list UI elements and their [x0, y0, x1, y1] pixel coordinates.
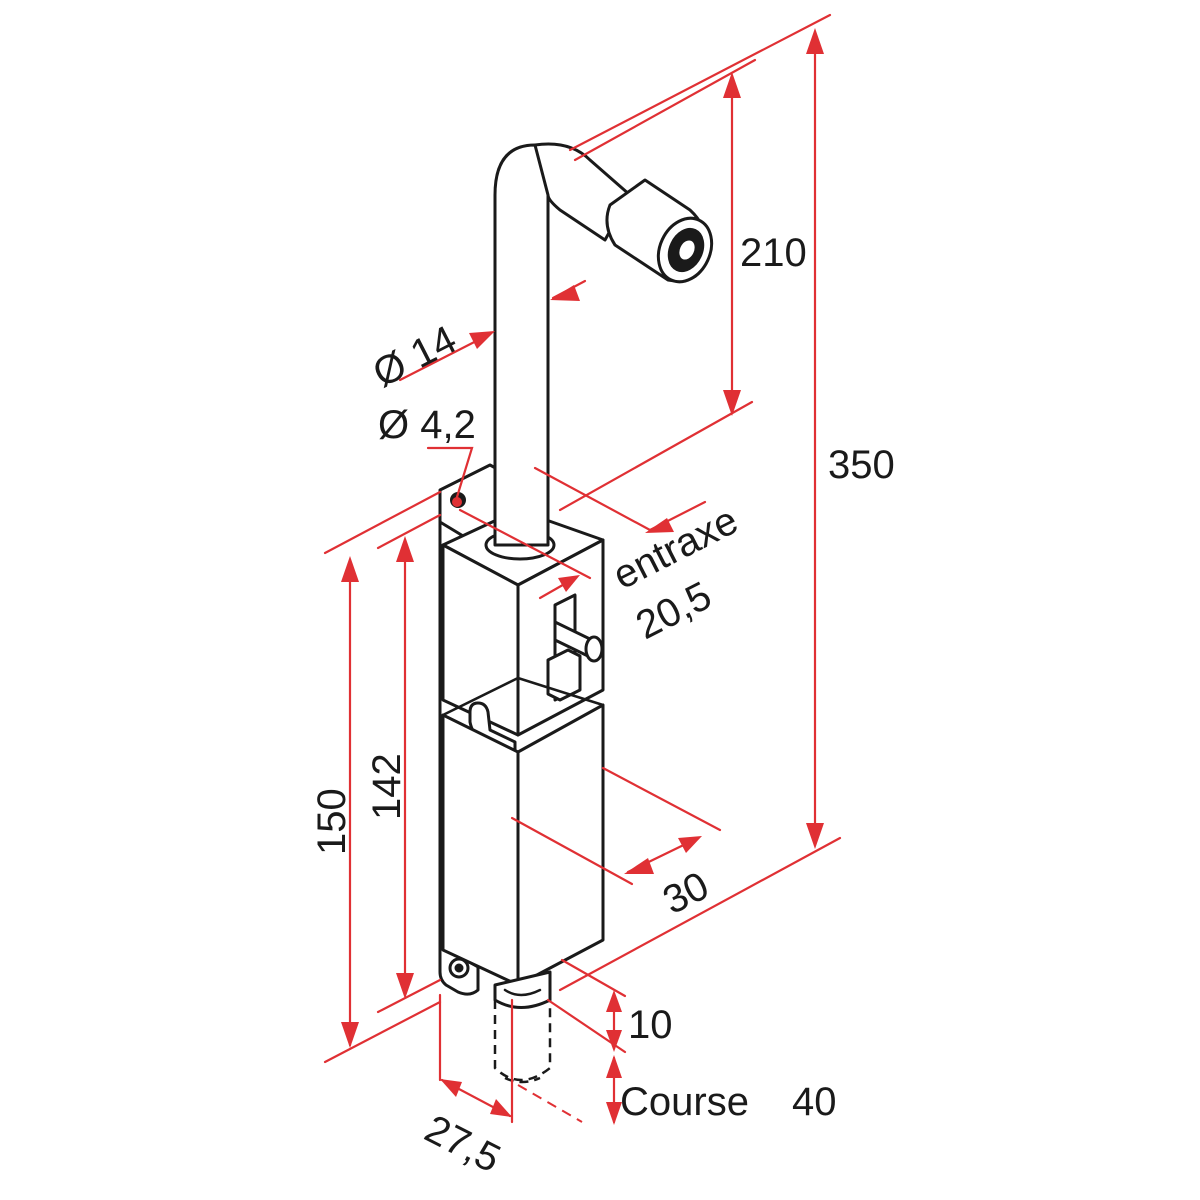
bolt-hidden-extension [493, 1000, 552, 1082]
arrow-27-5-left [440, 1079, 462, 1097]
bottom-fixing-hole-inner [454, 963, 464, 973]
arrow-150-bottom [341, 1022, 359, 1048]
arrow-30-left [624, 858, 654, 874]
arrow-142-bottom [396, 973, 414, 999]
label-plate-width: 27,5 [418, 1107, 507, 1182]
ext-line-350-top [568, 13, 832, 152]
ext-line-10-top [560, 958, 627, 998]
arrow-30-right [678, 836, 702, 853]
arrow-10-bottom [606, 1030, 622, 1052]
label-stroke: Course [620, 1080, 749, 1124]
label-housing-inner: 142 [365, 753, 409, 820]
arrow-10-top [606, 990, 622, 1012]
arrow-entraxe-a [558, 575, 580, 592]
ext-line-30-b [601, 766, 722, 832]
label-bolt-protrusion: 10 [628, 1003, 673, 1047]
arrow-350-bottom [806, 823, 824, 849]
pin-block [546, 648, 582, 702]
label-rod-diameter: Ø 14 [366, 317, 463, 396]
arrow-diameter-14 [469, 331, 495, 349]
ext-line-350-bottom [558, 836, 842, 992]
arrow-210-top [723, 72, 741, 98]
bolt-assembly [438, 142, 714, 1084]
bolt-tip-shadow [503, 988, 542, 997]
arrow-entraxe-b [645, 518, 674, 533]
ext-line-142-bottom [376, 978, 442, 1014]
ext-line-course-bottom [517, 1084, 583, 1123]
label-housing-width: 30 [656, 864, 716, 923]
leader-diameter-4-2 [426, 446, 474, 499]
arrow-142-top [396, 536, 414, 562]
label-housing-outer: 150 [310, 788, 354, 855]
ext-line-30-a [510, 816, 634, 886]
housing-lower-front-face [441, 713, 520, 987]
bolt-hidden-end [504, 1076, 541, 1084]
dimension-lines [323, 13, 842, 1125]
arrow-diameter-14-right [550, 285, 580, 301]
arrow-course-top [606, 1055, 622, 1078]
arrow-150-top [341, 556, 359, 582]
ext-line-entraxe-right [533, 466, 652, 532]
ext-line-210-bottom [558, 400, 754, 512]
ext-line-210-top [573, 58, 757, 162]
ext-line-142-top [376, 513, 442, 550]
ext-line-150-top [323, 490, 442, 555]
arrow-course-bottom [606, 1102, 622, 1125]
arrow-350-top [806, 28, 824, 54]
arrow-210-bottom [723, 390, 741, 416]
ext-line-entraxe-left [458, 508, 592, 580]
lock-pin-end [584, 635, 604, 663]
label-center-distance: entraxe [606, 498, 745, 598]
housing-lower-top-edge [441, 676, 605, 717]
label-hole-diameter: Ø 4,2 [378, 403, 476, 447]
label-overall-height: 350 [828, 443, 895, 487]
label-handle-height: 210 [740, 231, 807, 275]
leader-dot-4-2 [452, 497, 462, 507]
arrow-27-5-right [490, 1099, 512, 1117]
label-stroke-value: 40 [792, 1080, 837, 1124]
ext-line-150-bottom [323, 1000, 442, 1064]
knob-face-center [677, 238, 697, 262]
